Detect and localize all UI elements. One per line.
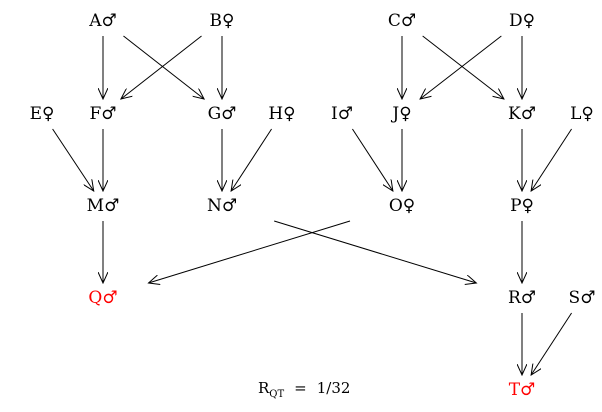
coefficient-subscript: QT	[269, 389, 284, 400]
node-b: B♀	[210, 11, 235, 31]
node-o: O♀	[389, 196, 415, 216]
edge-o-to-q	[149, 220, 351, 283]
edge-h-to-n	[231, 128, 272, 191]
node-d: D♀	[509, 11, 535, 31]
node-r: R♂	[508, 288, 536, 308]
node-t: T♂	[509, 380, 536, 400]
coefficient-equals: =	[294, 379, 307, 397]
node-j: J♀	[390, 104, 411, 124]
edge-c-to-k	[422, 35, 504, 99]
edge-e-to-m	[52, 128, 94, 191]
relationship-coefficient-caption: RQT = 1/32	[258, 379, 350, 400]
node-h: H♀	[268, 104, 295, 124]
node-e: E♀	[30, 104, 55, 124]
node-p: P♀	[510, 196, 534, 216]
edge-d-to-j	[420, 35, 502, 99]
edge-group	[52, 35, 572, 375]
node-k: K♂	[508, 104, 536, 124]
node-q: Q♂	[88, 288, 117, 308]
edge-s-to-t	[531, 312, 572, 375]
node-g: G♂	[208, 104, 237, 124]
edge-a-to-g	[123, 35, 204, 99]
coefficient-value: 1/32	[317, 379, 351, 397]
edge-i-to-o	[352, 128, 392, 191]
node-n: N♂	[207, 196, 237, 216]
edge-n-to-r	[274, 220, 476, 283]
node-f: F♂	[89, 104, 116, 124]
node-m: M♂	[87, 196, 120, 216]
edge-b-to-f	[121, 35, 202, 99]
node-c: C♂	[388, 11, 416, 31]
node-a: A♂	[88, 11, 117, 31]
coefficient-symbol: R	[258, 379, 270, 397]
node-i: I♂	[331, 104, 353, 124]
node-s: S♂	[569, 288, 596, 308]
node-l: L♀	[570, 104, 594, 124]
node-group: A♂ B♀ C♂ D♀ E♀ F♂ G♂ H♀ I♂ J♀ K♂ L♀ M♂ N♂ O♀ P♀ Q♂ R♂ S♂ T♂	[30, 11, 596, 400]
edge-l-to-p	[531, 128, 572, 191]
